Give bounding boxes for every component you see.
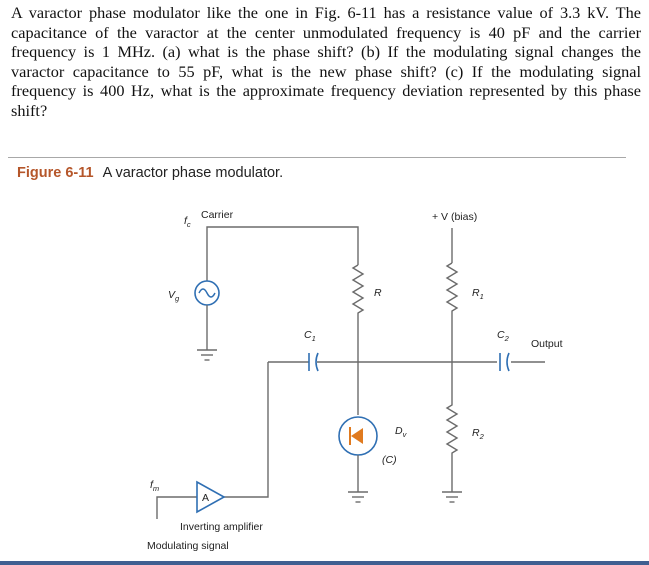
amplifier-output-wire: [224, 362, 269, 498]
capacitor-c2: C2 Output: [497, 329, 563, 372]
diode-arrow-icon: [351, 428, 363, 444]
c1-label: C1: [304, 329, 316, 343]
carrier-source: Carrier fc Vg: [168, 209, 359, 361]
problem-text: A varactor phase modulator like the one …: [11, 3, 641, 120]
section-divider: [8, 157, 626, 158]
bias-label: + V (bias): [432, 211, 477, 223]
varactor-diode: Dv (C): [338, 362, 408, 503]
ground-icon: [348, 491, 368, 503]
inverting-amplifier: fm A Inverting amplifier Modulating sign…: [147, 479, 263, 552]
carrier-wire: [206, 226, 359, 281]
output-label: Output: [531, 338, 563, 350]
sine-wave-icon: [198, 288, 216, 298]
carrier-label: Carrier: [201, 209, 234, 221]
dv-label: Dv: [395, 425, 408, 439]
amplifier-label: Inverting amplifier: [180, 521, 263, 533]
fm-label: fm: [150, 479, 159, 493]
figure-title: A varactor phase modulator.: [102, 165, 284, 181]
resistor-r2-icon: [445, 362, 459, 492]
capacitor-c1: C1: [304, 329, 319, 372]
resistor-r-icon: [351, 264, 365, 362]
ground-icon: [197, 349, 217, 361]
resistor-r1-icon: [445, 262, 459, 362]
modulating-input-wire: [156, 496, 197, 519]
resistor-r: R: [351, 264, 382, 362]
figure-number: Figure 6-11: [17, 165, 94, 181]
figure-caption: Figure 6-11 A varactor phase modulator.: [17, 165, 283, 181]
dv-paren-label: (C): [382, 454, 397, 466]
c2-label: C2: [497, 329, 510, 343]
ground-icon: [442, 491, 462, 503]
r-label: R: [374, 287, 382, 299]
amplifier-triangle-icon: [196, 480, 226, 514]
amplifier-letter: A: [202, 492, 209, 504]
fc-label: fc: [184, 215, 191, 229]
modulating-signal-label: Modulating signal: [147, 540, 229, 552]
r2-label: R2: [472, 427, 485, 441]
bias-network: + V (bias) R1 R2: [432, 211, 485, 503]
r1-label: R1: [472, 287, 484, 301]
vg-label: Vg: [168, 289, 180, 303]
bottom-border: [0, 561, 649, 565]
